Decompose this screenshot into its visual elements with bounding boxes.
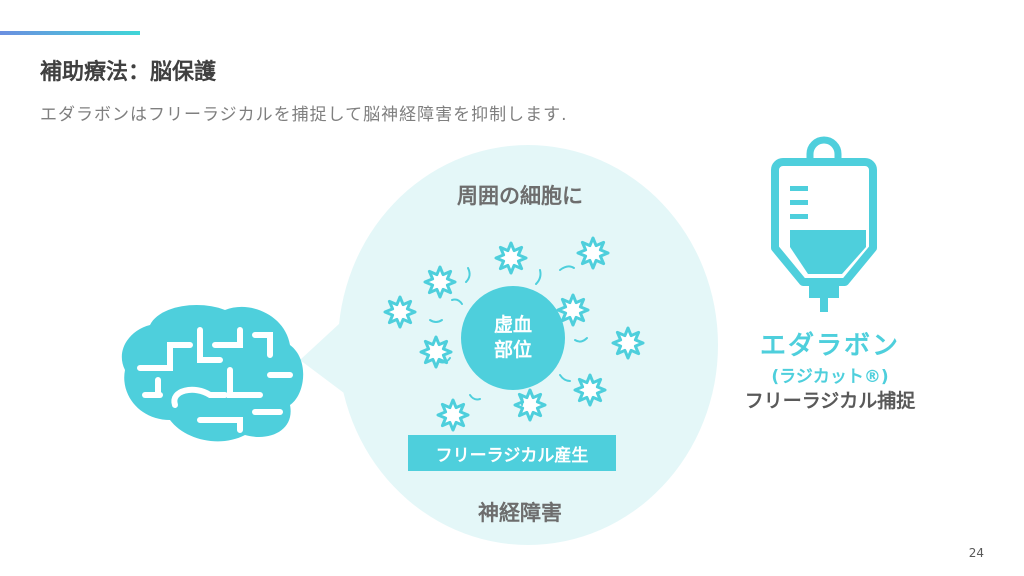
ischemic-core-label: 虚血 部位 <box>466 313 560 363</box>
radical-trails <box>429 265 588 406</box>
page-number: 24 <box>968 546 984 560</box>
iv-bag-icon <box>771 136 877 312</box>
free-radical-star-icon <box>573 373 607 407</box>
free-radical-star-icon <box>556 293 590 327</box>
free-radical-star-icon <box>419 335 453 369</box>
brain-icon <box>121 305 304 442</box>
page-title: 補助療法：脳保護 <box>40 60 217 85</box>
free-radical-star-icon <box>576 236 610 270</box>
drug-action: フリーラジカル捕捉 <box>744 390 916 412</box>
free-radical-star-icon <box>611 326 645 360</box>
free-radical-star-icon <box>494 241 528 275</box>
surrounding-cells-label: 周囲の細胞に <box>457 184 583 208</box>
page-subtitle: エダラボンはフリーラジカルを捕捉して脳神経障害を抑制します. <box>40 105 568 125</box>
drug-name: エダラボン <box>759 331 900 361</box>
free-radical-star-icon <box>423 265 457 299</box>
accent-bar <box>0 31 140 35</box>
ischemic-core <box>461 286 565 390</box>
free-radical-star-icon <box>436 398 470 432</box>
core-label-line1: 虚血 <box>493 314 532 336</box>
nerve-damage-label: 神経障害 <box>478 501 562 525</box>
free-radical-star-icon <box>383 295 417 329</box>
drug-brand: (ラジカット®) <box>771 367 889 387</box>
core-label-line2: 部位 <box>493 339 532 361</box>
free-radicals <box>383 236 645 432</box>
free-radical-production-label: フリーラジカル産生 <box>408 435 616 471</box>
